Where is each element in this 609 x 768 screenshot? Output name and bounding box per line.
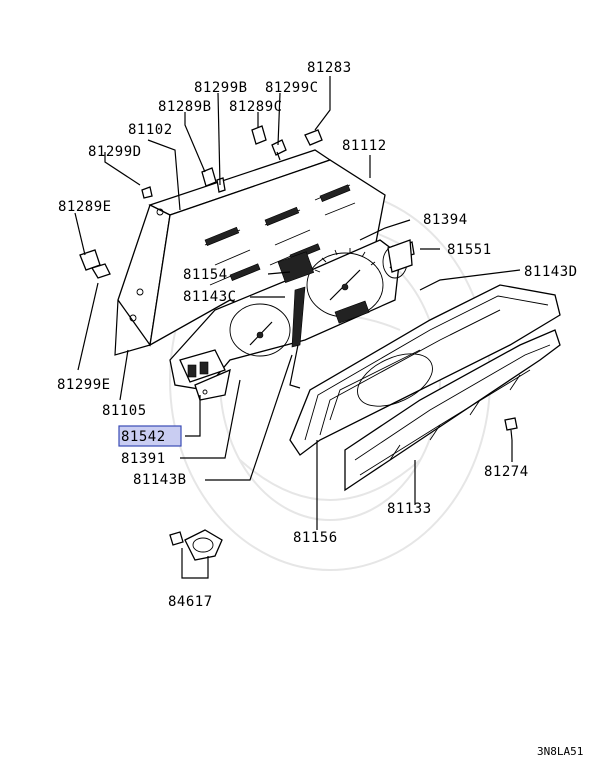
label-81143B: 81143B [133,472,187,488]
lens-frame-81156 [289,284,561,456]
label-81551: 81551 [447,242,492,258]
label-81143C: 81143C [183,289,237,305]
label-81154: 81154 [183,267,228,283]
label-84617: 84617 [168,594,213,610]
label-81289E: 81289E [58,199,112,215]
label-81105: 81105 [102,403,147,419]
label-81143D: 81143D [524,264,578,280]
label-81112: 81112 [342,138,387,154]
meter-bracket-81391 [179,349,231,401]
leader-lines [74,76,521,579]
label-81299E: 81299E [57,377,111,393]
label-81299D: 81299D [88,144,142,160]
label-81394: 81394 [423,212,468,228]
label-81133: 81133 [387,501,432,517]
label-81299B: 81299B [194,80,248,96]
label-81289C: 81289C [229,99,283,115]
label-81102: 81102 [128,122,173,138]
highlight-box-81542 [118,425,182,447]
label-81391: 81391 [121,451,166,467]
part-labels: 81283 81299B 81299C 81289B 81289C 81102 … [57,60,583,758]
label-81156: 81156 [293,530,338,546]
hardware [79,125,518,561]
label-81299C: 81299C [265,80,319,96]
label-81283: 81283 [307,60,352,76]
dial-plate-81154 [169,239,408,391]
diagram-code: 3N8LA51 [537,745,583,758]
meter-hood-81133 [344,329,561,492]
label-81289B: 81289B [158,99,212,115]
label-81274: 81274 [484,464,529,480]
label-81542: 81542 [121,429,166,445]
circuit-strip [289,286,306,389]
